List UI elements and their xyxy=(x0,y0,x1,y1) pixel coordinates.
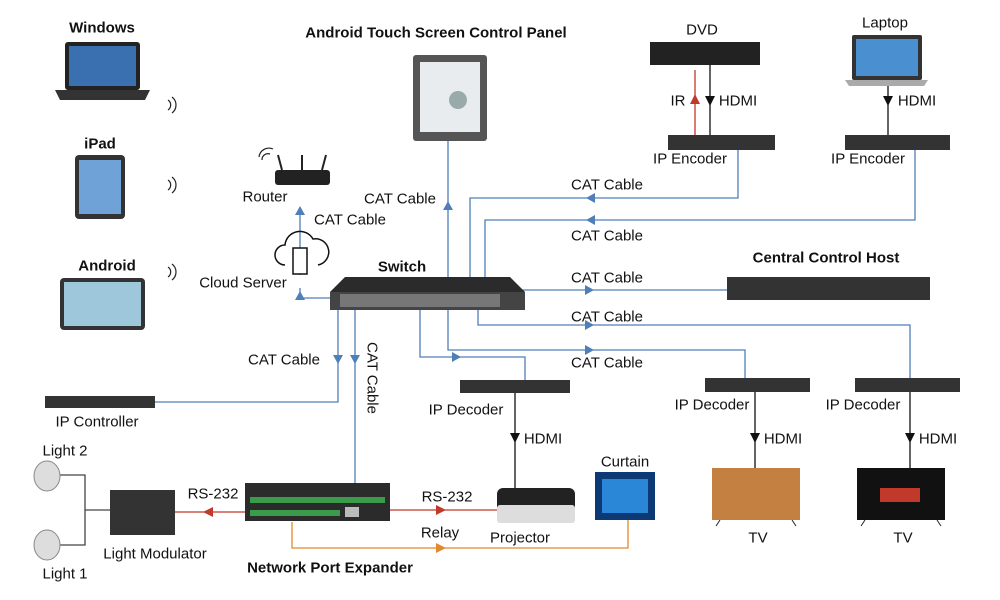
decoder2-icon xyxy=(705,378,810,392)
rs232-left-label: RS-232 xyxy=(187,485,239,503)
tv2-icon xyxy=(857,468,945,527)
ir-label: IR xyxy=(670,92,686,110)
encoder2-line xyxy=(484,150,916,285)
panel-label: Android Touch Screen Control Panel xyxy=(305,24,567,42)
router-icon xyxy=(275,154,330,185)
android-label: Android xyxy=(78,257,136,275)
cat-cables xyxy=(155,140,916,485)
decoder3-line xyxy=(477,305,911,378)
encoder2-icon xyxy=(845,135,950,150)
tv1-label: TV xyxy=(748,529,768,547)
rs232-right-label: RS-232 xyxy=(421,488,473,506)
modulator-label: Light Modulator xyxy=(103,545,207,563)
windows-laptop-icon xyxy=(55,42,150,100)
decoder3-cat-label: CAT Cable xyxy=(571,308,643,326)
laptop-icon xyxy=(845,35,928,86)
controller-line xyxy=(155,305,339,403)
decoder2-hdmi-label: HDMI xyxy=(763,430,803,448)
encoder1-icon xyxy=(668,135,775,150)
host-icon xyxy=(727,277,930,300)
expander-icon xyxy=(245,483,390,521)
encoder1-cat-label: CAT Cable xyxy=(571,176,643,194)
decoder3-label: IP Decoder xyxy=(825,396,901,414)
light2-label: Light 2 xyxy=(42,442,88,460)
expander-label: Network Port Expander xyxy=(247,559,413,577)
decoder2-cat-label: CAT Cable xyxy=(571,354,643,372)
controller-label: IP Controller xyxy=(55,413,139,431)
relay-label: Relay xyxy=(420,524,460,542)
decoder3-icon xyxy=(855,378,960,392)
windows-label: Windows xyxy=(69,19,135,37)
switch-icon xyxy=(330,277,525,310)
wifi-icons xyxy=(167,96,274,281)
android-tablet-icon xyxy=(60,278,145,330)
decoder1-line xyxy=(419,305,526,380)
dvd-icon xyxy=(650,42,760,65)
cloud-server-icon xyxy=(274,230,330,275)
light-modulator-icon xyxy=(110,490,175,535)
decoder2-line xyxy=(447,305,746,378)
projector-label: Projector xyxy=(489,529,551,547)
cat-arrows xyxy=(295,193,595,364)
laptop-label: Laptop xyxy=(862,14,908,32)
light1-icon xyxy=(33,529,61,561)
router-label: Router xyxy=(242,188,288,206)
tv2-label: TV xyxy=(893,529,913,547)
control-panel-icon xyxy=(413,55,487,141)
encoder1-label: IP Encoder xyxy=(653,150,727,168)
router-cat-label: CAT Cable xyxy=(314,211,386,229)
controller-icon xyxy=(45,396,155,408)
expander-cat-label: CAT Cable xyxy=(363,342,381,414)
encoder2-label: IP Encoder xyxy=(831,150,905,168)
projector-icon xyxy=(497,488,575,523)
dvd-label: DVD xyxy=(686,21,718,39)
encoder1-line xyxy=(469,150,739,285)
decoder1-label: IP Decoder xyxy=(428,401,504,419)
host-label: Central Control Host xyxy=(752,249,900,267)
cloud-server-label: Cloud Server xyxy=(199,274,287,292)
switch-cloud-line xyxy=(299,288,330,299)
tv1-icon xyxy=(712,468,800,527)
light1-label: Light 1 xyxy=(42,565,88,583)
curtain-label: Curtain xyxy=(600,453,650,471)
light2-icon xyxy=(33,460,61,492)
ipad-icon xyxy=(75,155,125,219)
laptop-hdmi-label: HDMI xyxy=(897,92,937,110)
panel-cat-label: CAT Cable xyxy=(364,190,436,208)
switch-label: Switch xyxy=(377,258,427,276)
encoder2-cat-label: CAT Cable xyxy=(571,227,643,245)
host-cat-label: CAT Cable xyxy=(571,269,643,287)
decoder1-hdmi-label: HDMI xyxy=(523,430,563,448)
controller-cat-label: CAT Cable xyxy=(248,351,320,369)
decoder1-icon xyxy=(460,380,570,393)
decoder3-hdmi-label: HDMI xyxy=(918,430,958,448)
ipad-label: iPad xyxy=(84,135,116,153)
dvd-hdmi-label: HDMI xyxy=(718,92,758,110)
curtain-icon xyxy=(595,472,655,520)
decoder2-label: IP Decoder xyxy=(674,396,750,414)
